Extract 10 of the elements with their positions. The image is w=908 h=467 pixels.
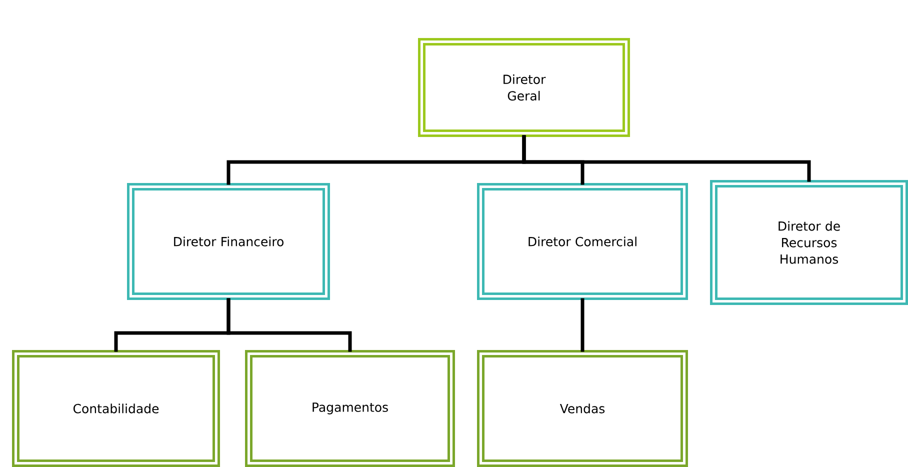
org-box: Pagamentos (245, 350, 455, 467)
org-box: Diretor Financeiro (127, 183, 330, 300)
org-box: Vendas (477, 350, 688, 467)
org-box: Contabilidade (12, 350, 220, 467)
org-box: Diretor Comercial (477, 183, 688, 300)
org-box: Diretor de Recursos Humanos (710, 180, 908, 305)
org-box: Diretor Geral (418, 38, 630, 137)
connector-line (580, 298, 584, 352)
connector-line (522, 135, 811, 182)
connector-line (226, 298, 352, 352)
